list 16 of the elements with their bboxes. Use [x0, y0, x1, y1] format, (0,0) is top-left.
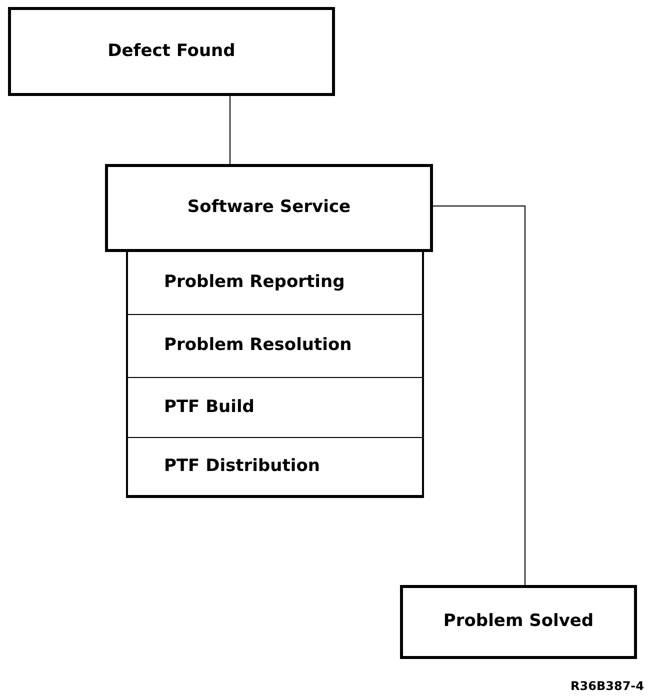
- figure-code: R36B387-4: [570, 678, 644, 695]
- node-label: Problem Resolution: [164, 334, 352, 358]
- node-label: PTF Build: [164, 396, 254, 419]
- node-label: Defect Found: [108, 40, 236, 63]
- list-row: [126, 378, 424, 438]
- process-box: [8, 7, 335, 96]
- connector-line: [432, 206, 526, 586]
- process-box: [105, 164, 433, 252]
- list-row: [126, 315, 424, 378]
- node-label: PTF Distribution: [164, 454, 320, 478]
- list-row: [126, 438, 424, 498]
- list-row: [126, 252, 424, 315]
- node-label: Software Service: [187, 196, 351, 220]
- node-label: Problem Solved: [443, 610, 594, 634]
- node-label: Problem Reporting: [164, 271, 345, 294]
- process-box: [400, 585, 637, 659]
